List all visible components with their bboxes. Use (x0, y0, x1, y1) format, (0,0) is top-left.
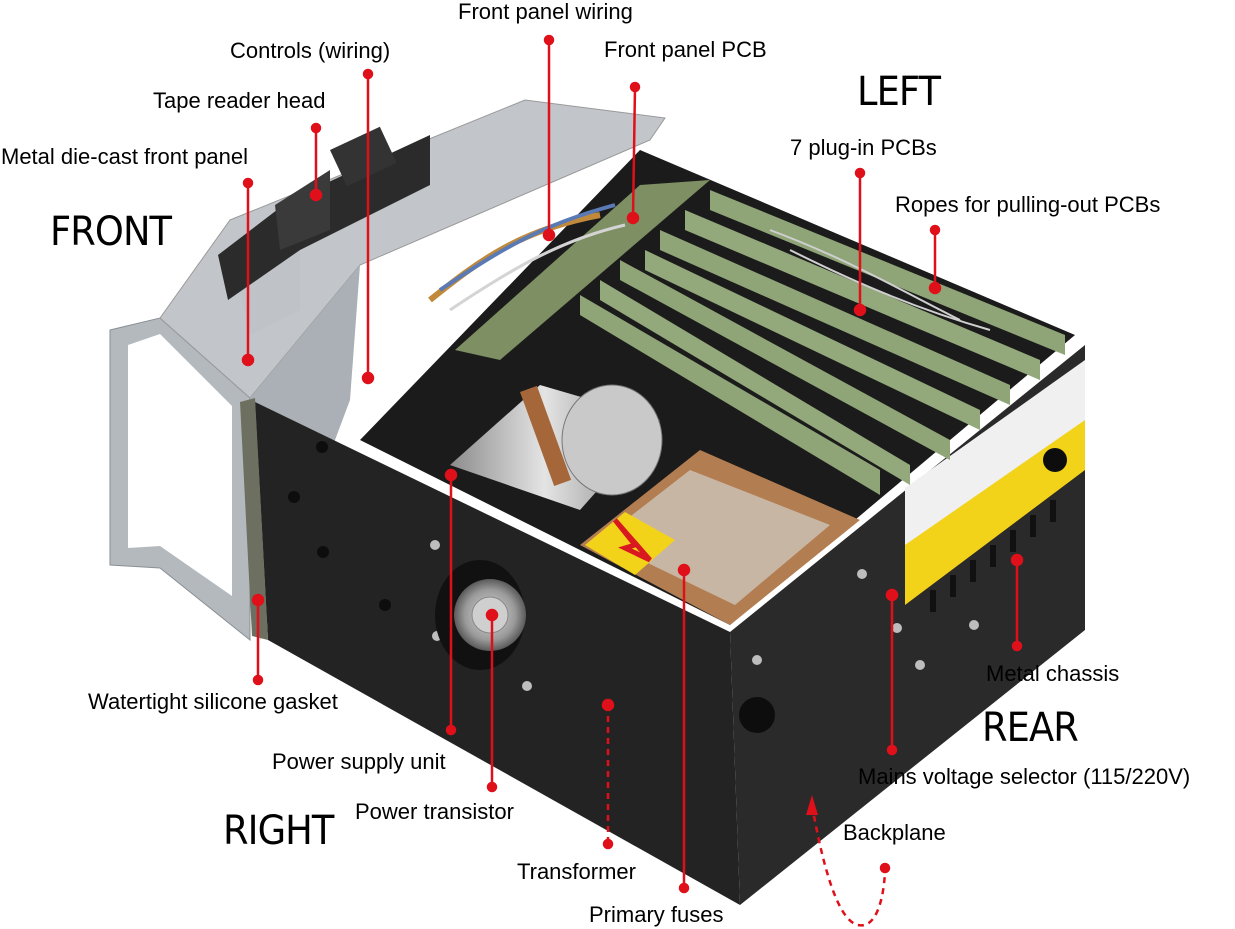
label-metal-front-panel: Metal die-cast front panel (1, 144, 249, 169)
power-supply-unit (450, 384, 663, 510)
label-tape-reader-head: Tape reader head (153, 88, 326, 113)
side-label-rear: REAR (982, 705, 1079, 751)
label-primary-fuses: Primary fuses (589, 902, 724, 927)
plug-in-pcbs (580, 190, 1065, 495)
label-power-supply: Power supply unit (272, 749, 446, 774)
label-power-transistor: Power transistor (355, 799, 514, 824)
label-transformer: Transformer (517, 859, 636, 884)
side-label-front: FRONT (50, 209, 172, 255)
label-ropes: Ropes for pulling-out PCBs (895, 192, 1161, 217)
label-metal-chassis: Metal chassis (986, 661, 1120, 686)
label-backplane: Backplane (843, 820, 946, 845)
label-front-panel-wiring: Front panel wiring (458, 0, 633, 24)
label-plug-in-pcbs: 7 plug-in PCBs (790, 135, 937, 160)
side-label-left: LEFT (857, 69, 941, 115)
label-mains-selector: Mains voltage selector (115/220V) (858, 764, 1191, 789)
label-gasket: Watertight silicone gasket (88, 689, 338, 714)
leader-lines (241, 34, 1024, 927)
fuse-board (580, 450, 860, 625)
label-front-panel-pcb: Front panel PCB (604, 37, 767, 62)
label-controls-wiring: Controls (wiring) (230, 38, 391, 63)
front-panel-pcb (428, 180, 710, 360)
side-label-right: RIGHT (223, 808, 334, 854)
silicone-gasket (240, 398, 268, 640)
